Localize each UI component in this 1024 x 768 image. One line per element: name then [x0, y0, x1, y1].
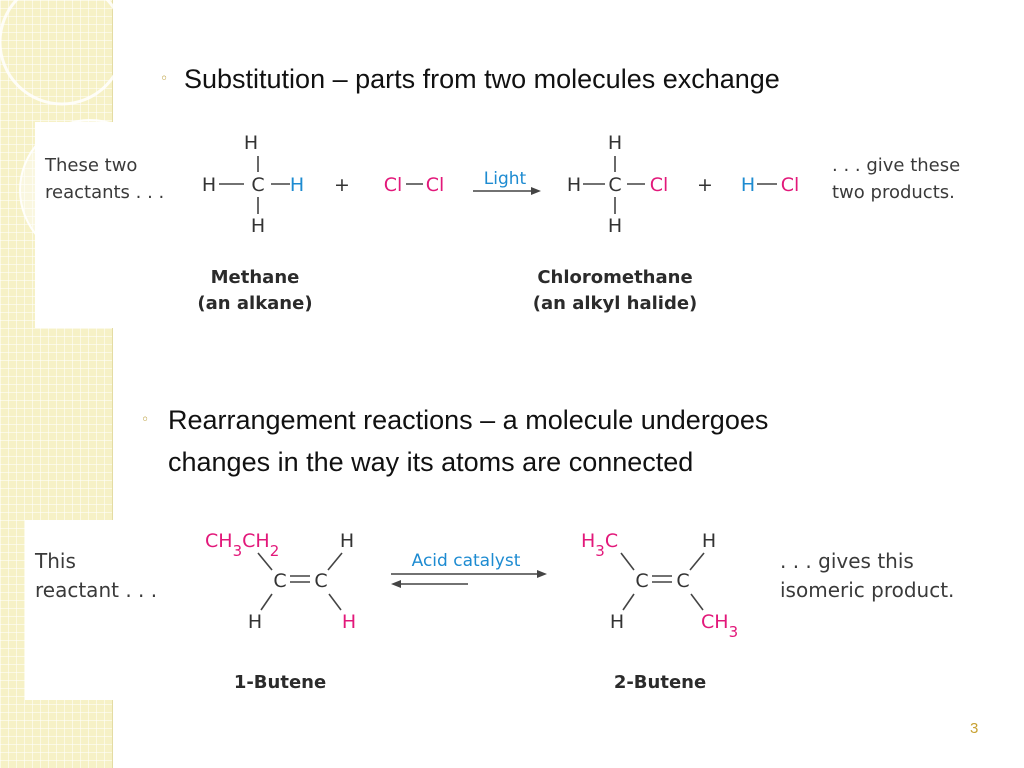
atom-c2: C [635, 570, 648, 592]
atom-h-bottom-left: H [610, 611, 624, 633]
atom-h-left: H [202, 174, 216, 196]
condition-light-label: Light [484, 169, 527, 189]
atom-h: H [741, 174, 755, 196]
product-name: 2-Butene [613, 672, 707, 693]
figure-right-caption-line1: . . . gives this [780, 549, 914, 573]
atom-h-right: H [290, 174, 304, 196]
atom-h-bottom: H [608, 215, 622, 237]
atom-h-bottom-right: H [342, 611, 356, 633]
rearrangement-reaction-scheme: CH3CH2 H C C H H Acid catalyst H3C H C [205, 530, 738, 641]
hydrogen-chloride-structure: H Cl [741, 174, 799, 196]
group-h3c: H3C [581, 530, 618, 560]
atom-cl-2: Cl [426, 174, 445, 196]
bullet-rearrangement-line1: Rearrangement reactions – a molecule und… [168, 405, 769, 435]
reaction-arrow-head [531, 187, 541, 195]
atom-c3: C [676, 570, 689, 592]
atom-h-top-right: H [702, 530, 716, 552]
condition-acid-catalyst-label: Acid catalyst [412, 551, 521, 571]
bullet-rearrangement-line2: changes in the way its atoms are connect… [168, 447, 694, 477]
atom-c1: C [273, 570, 286, 592]
figure-left-caption-line1: These two [45, 155, 138, 176]
atom-c: C [251, 174, 264, 196]
figure-right-caption-line1: . . . give these [832, 155, 961, 176]
chloromethane-structure: H H C Cl H [567, 132, 668, 237]
atom-cl-1: Cl [384, 174, 403, 196]
group-ch3ch2: CH3CH2 [205, 530, 279, 560]
rearrangement-reaction-figure: This reactant . . . . . . gives this iso… [25, 520, 1000, 700]
group-ch3: CH3 [701, 611, 738, 641]
atom-h-bottom: H [251, 215, 265, 237]
forward-arrow-head [537, 570, 547, 578]
substitution-reaction-figure: These two reactants . . . . . . give the… [35, 122, 1003, 328]
bullet-marker: ◦ [141, 412, 150, 428]
atom-h-top-right: H [340, 530, 354, 552]
reverse-arrow-head [391, 580, 401, 588]
1-butene-structure: CH3CH2 H C C H H [205, 530, 356, 633]
atom-cl: Cl [650, 174, 669, 196]
2-butene-structure: H3C H C C H CH3 [581, 530, 738, 641]
bullet-marker: ◦ [160, 71, 169, 87]
plus-sign-1: + [334, 174, 350, 196]
figure-left-caption-line1: This [35, 549, 76, 573]
reactant-name-line2: (an alkane) [197, 293, 313, 314]
reactant-name-line1: Methane [210, 267, 300, 288]
figure-right-caption-line2: two products. [832, 182, 955, 203]
substitution-reaction-scheme: H H C H H + Cl Cl Light H H C C [202, 132, 799, 237]
atom-h-left: H [567, 174, 581, 196]
figure-left-caption-line2: reactant . . . [35, 578, 158, 602]
atom-c2: C [314, 570, 327, 592]
plus-sign-2: + [697, 174, 713, 196]
atom-h-bottom-left: H [248, 611, 262, 633]
atom-c: C [608, 174, 621, 196]
page-number: 3 [970, 720, 979, 737]
methane-structure: H H C H H [202, 132, 304, 237]
reactant-name: 1-Butene [233, 672, 327, 693]
chlorine-structure: Cl Cl [384, 174, 445, 196]
bullet-substitution-text: Substitution – parts from two molecules … [184, 64, 780, 94]
atom-h-top: H [244, 132, 258, 154]
atom-h-top: H [608, 132, 622, 154]
product-name-line2: (an alkyl halide) [532, 293, 698, 314]
figure-left-caption-line2: reactants . . . [45, 182, 165, 203]
atom-cl: Cl [781, 174, 800, 196]
figure-right-caption-line2: isomeric product. [780, 578, 955, 602]
product-name-line1: Chloromethane [537, 267, 693, 288]
